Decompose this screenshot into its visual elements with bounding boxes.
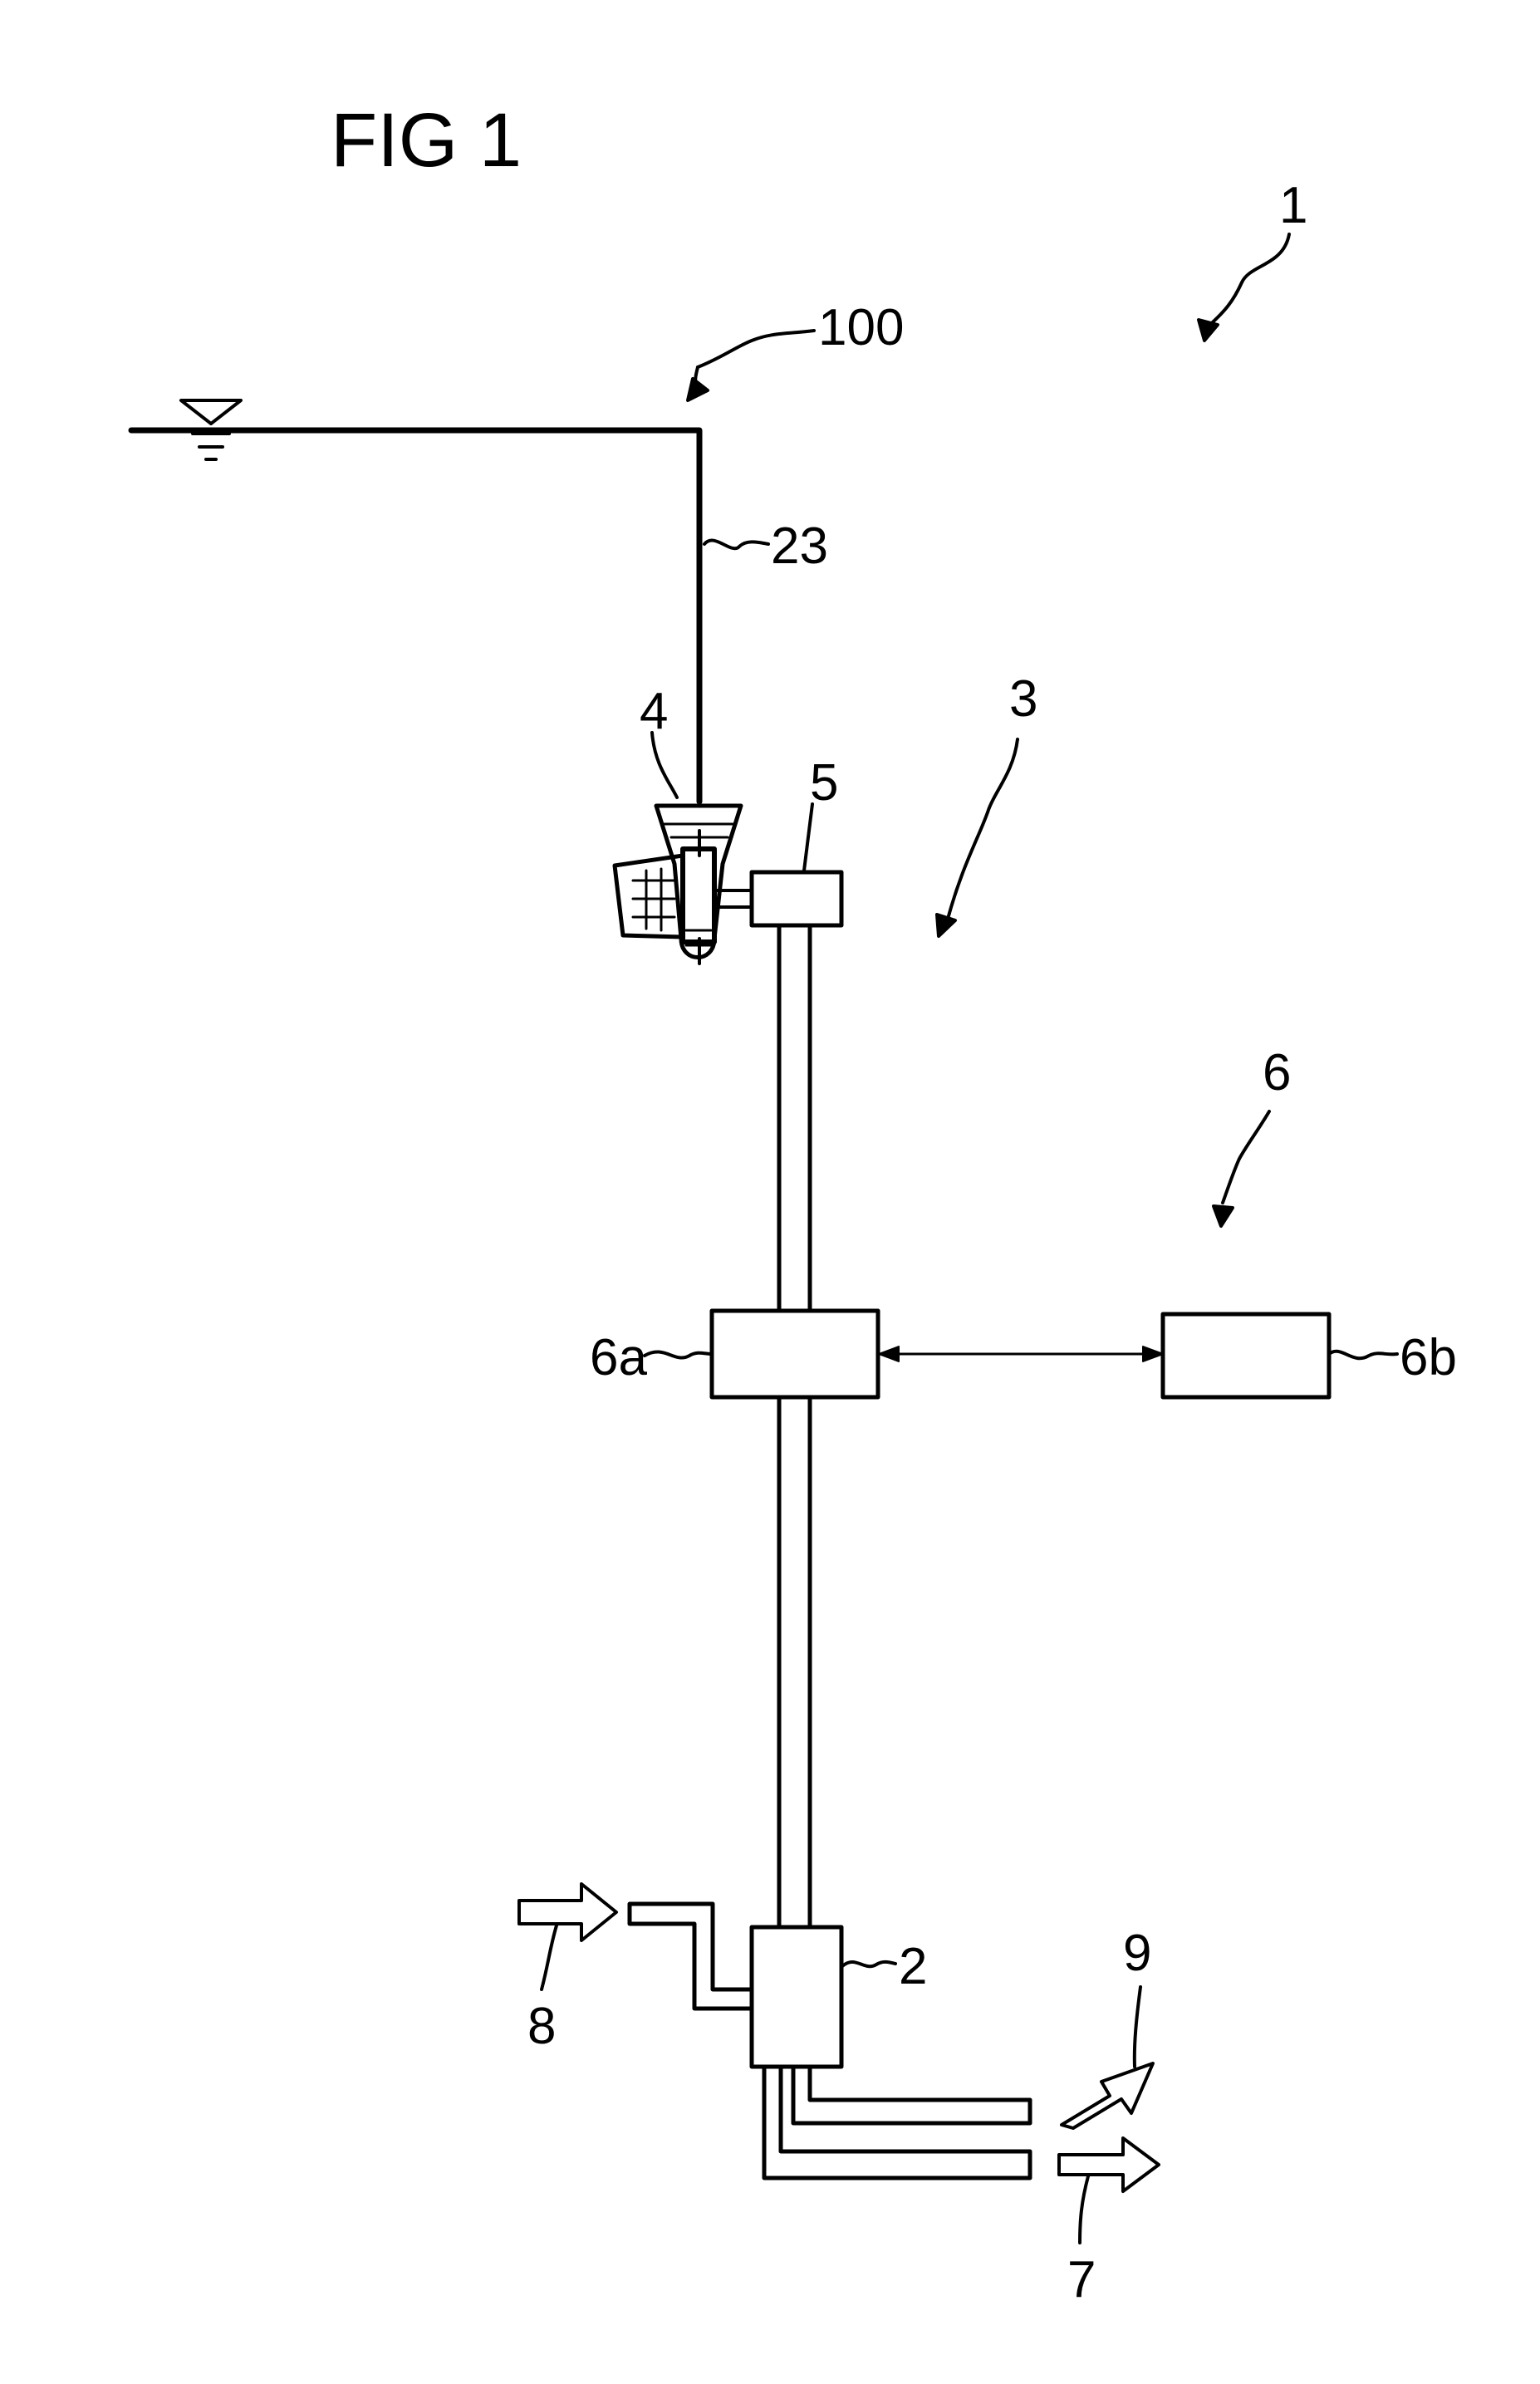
leader-6a — [643, 1350, 714, 1360]
shaft — [713, 889, 753, 909]
arrow-9 — [1060, 2062, 1155, 2130]
label-4: 4 — [640, 683, 668, 740]
leader-4 — [650, 731, 679, 799]
outlet-pipe-lower — [762, 2064, 1032, 2180]
generator-5 — [749, 870, 844, 928]
link-6a-6b — [878, 1346, 1164, 1362]
label-3: 3 — [1009, 670, 1037, 728]
water-level-symbol — [179, 399, 243, 461]
label-7: 7 — [1067, 2251, 1096, 2308]
inlet-pipe — [627, 1901, 754, 2011]
cable-3 — [777, 923, 812, 1930]
leader-6b — [1327, 1349, 1399, 1361]
turbine-4 — [612, 803, 743, 965]
leader-7 — [1078, 2175, 1090, 2244]
leader-8 — [540, 1924, 558, 1991]
unit-2 — [749, 1925, 844, 2069]
leader-arrow-1 — [1197, 233, 1291, 342]
leader-arrow-3 — [935, 738, 1019, 938]
label-6b: 6b — [1400, 1329, 1457, 1386]
box-6b — [1160, 1312, 1332, 1400]
label-5: 5 — [810, 754, 838, 812]
leader-arrow-6 — [1212, 1110, 1271, 1228]
leader-5 — [802, 802, 814, 872]
box-6a — [709, 1308, 880, 1400]
leader-2 — [840, 1960, 897, 1969]
arrow-7 — [1057, 2136, 1160, 2193]
leader-9 — [1132, 1985, 1142, 2068]
label-23: 23 — [771, 518, 828, 575]
figure-title: FIG 1 — [331, 98, 522, 183]
line-23 — [128, 427, 703, 805]
label-1: 1 — [1279, 177, 1307, 234]
label-6: 6 — [1263, 1044, 1291, 1101]
leader-23 — [703, 538, 770, 551]
label-100: 100 — [818, 299, 904, 356]
label-2: 2 — [899, 1938, 927, 1995]
label-6a: 6a — [590, 1329, 647, 1386]
outlet-pipe-upper — [791, 2064, 1032, 2126]
label-9: 9 — [1123, 1925, 1151, 1982]
arrow-8 — [517, 1882, 618, 1942]
leader-arrow-100 — [686, 329, 816, 402]
label-8: 8 — [527, 1998, 556, 2055]
